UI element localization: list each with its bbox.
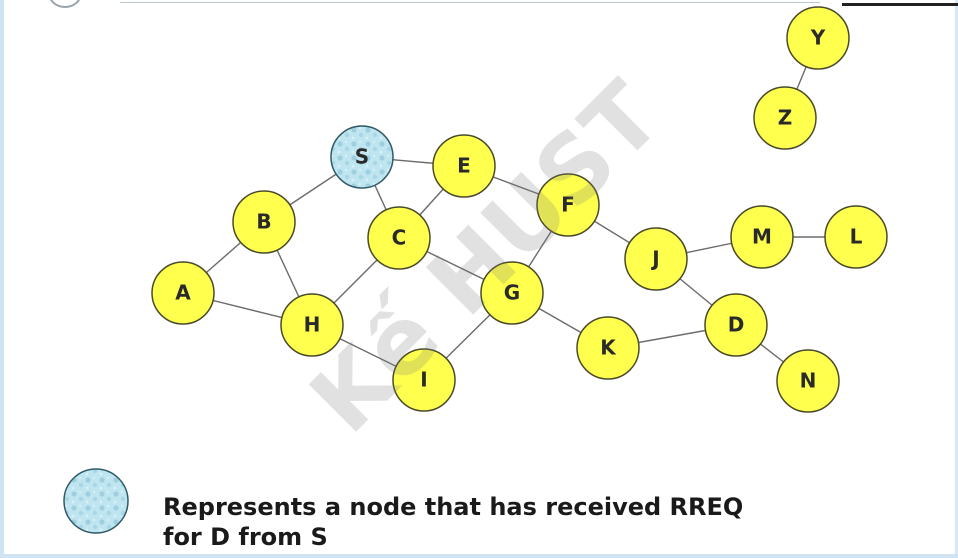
node-label-s: S (355, 145, 369, 169)
node-b: B (232, 190, 296, 254)
node-label-n: N (800, 369, 817, 393)
frame-right-border (955, 0, 958, 558)
node-m: M (730, 205, 794, 269)
node-label-z: Z (778, 106, 793, 130)
node-circle-b (232, 190, 296, 254)
node-circle-z (753, 86, 817, 150)
node-circle-m (730, 205, 794, 269)
node-circle-n (776, 349, 840, 413)
node-label-k: K (600, 336, 617, 360)
node-n: N (776, 349, 840, 413)
node-label-d: D (728, 313, 745, 337)
node-circle-j (624, 227, 688, 291)
legend-caption: Represents a node that has received RREQ… (163, 492, 743, 552)
node-i: I (392, 348, 456, 412)
node-h: H (280, 293, 344, 357)
node-d: D (704, 293, 768, 357)
node-label-f: F (561, 193, 575, 217)
nodes-layer: Y Z S E F B C M L J A G H D K I N (151, 6, 888, 413)
frame-left-border (0, 0, 4, 558)
node-circle-i (392, 348, 456, 412)
node-label-b: B (256, 210, 271, 234)
node-j: J (624, 227, 688, 291)
node-circle-g (480, 261, 544, 325)
node-circle-f (536, 173, 600, 237)
node-e: E (432, 134, 496, 198)
node-label-j: J (650, 247, 659, 271)
node-label-a: A (175, 281, 191, 305)
node-label-e: E (457, 154, 471, 178)
node-label-h: H (304, 313, 321, 337)
node-circle-d (704, 293, 768, 357)
watermark-text: Kế HUST (290, 62, 682, 454)
node-circle-y (786, 6, 850, 70)
top-right-rule (842, 3, 958, 6)
node-circle-k (576, 316, 640, 380)
node-label-g: G (504, 281, 520, 305)
node-circle-h (280, 293, 344, 357)
node-g: G (480, 261, 544, 325)
node-circle-s (330, 125, 394, 189)
node-label-l: L (850, 225, 863, 249)
node-s: S (330, 125, 394, 189)
node-k: K (576, 316, 640, 380)
node-circle-c (367, 206, 431, 270)
node-y: Y (786, 6, 850, 70)
top-rule (120, 2, 820, 3)
node-l: L (824, 205, 888, 269)
node-a: A (151, 261, 215, 325)
node-label-y: Y (810, 26, 826, 50)
node-f: F (536, 173, 600, 237)
legend-line-1: Represents a node that has received RREQ (163, 493, 744, 521)
node-z: Z (753, 86, 817, 150)
node-label-m: M (752, 225, 772, 249)
node-circle-e (432, 134, 496, 198)
legend-received-node-icon (63, 468, 129, 534)
node-label-i: I (420, 368, 427, 392)
node-circle-l (824, 205, 888, 269)
node-c: C (367, 206, 431, 270)
node-circle-a (151, 261, 215, 325)
frame-bottom-border (0, 554, 958, 558)
legend-line-2: for D from S (163, 523, 328, 551)
node-label-c: C (392, 226, 407, 250)
watermark: Kế HUST (290, 62, 682, 454)
legend-graphic (63, 468, 129, 534)
